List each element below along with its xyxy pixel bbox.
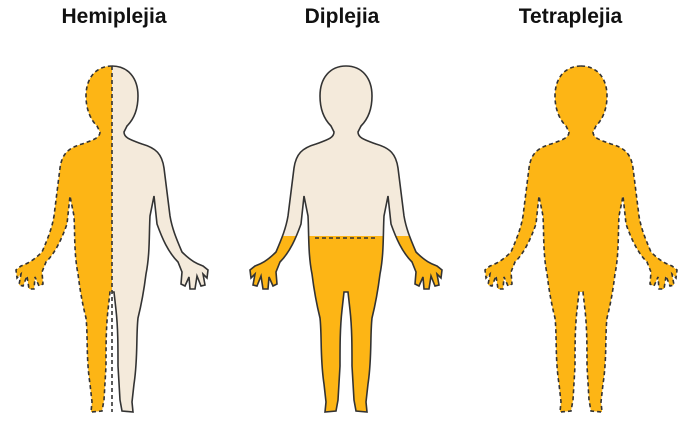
diplegia-figure xyxy=(250,66,442,412)
tetraplegia-figure xyxy=(485,66,677,412)
tetraplegia-body-affected xyxy=(485,66,677,412)
hemiplegia-figure xyxy=(16,66,222,412)
